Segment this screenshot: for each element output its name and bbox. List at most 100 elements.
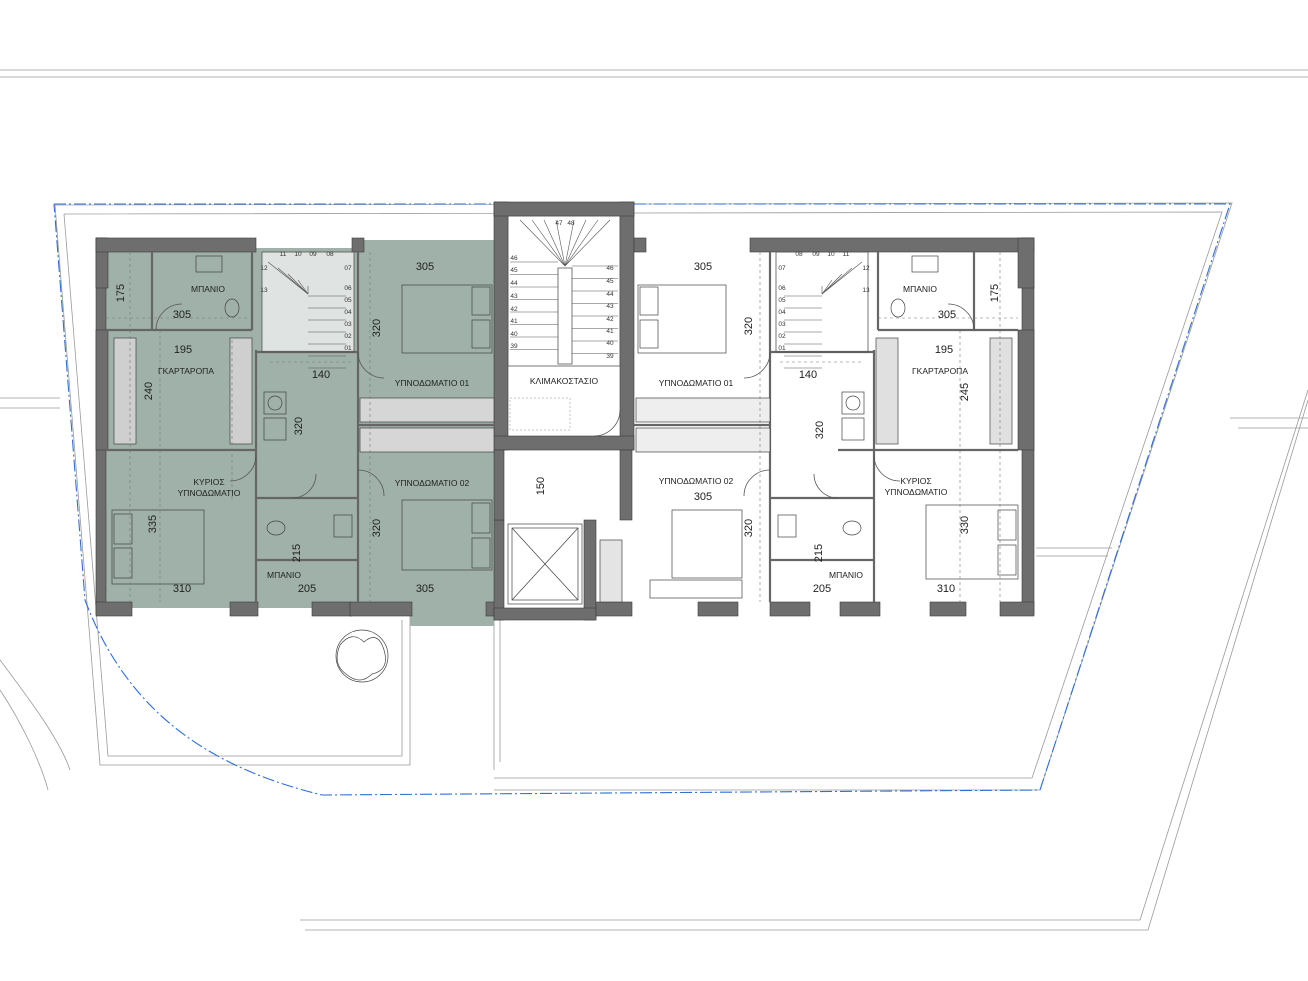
step-number: 11 (280, 251, 287, 258)
stair-tread (555, 219, 566, 267)
step-number: 46 (510, 255, 518, 262)
step-number: 01 (344, 345, 352, 352)
step-number: 13 (260, 287, 268, 294)
dim-right-wardrobe-w: 195 (935, 344, 953, 356)
step-number: 08 (326, 251, 334, 258)
step-number: 02 (344, 333, 352, 340)
stair-tread (297, 279, 309, 295)
stair-tread (564, 219, 587, 267)
dim-left-wardrobe-h: 240 (143, 382, 155, 400)
overhead-dashed-lines (106, 252, 1018, 602)
dim-right-hall-h: 320 (814, 421, 826, 439)
room-label-bath-right-top: ΜΠΑΝΙΟ (903, 284, 937, 294)
room-label-wardrobe-right: ΓΚΑΡΤΑΡΟΠΑ (912, 366, 968, 376)
room-labels: ΜΠΑΝΙΟ ΓΚΑΡΤΑΡΟΠΑ ΚΥΡΙΟΣ ΥΠΝΟΔΩΜΑΤΙΟ ΜΠΑ… (158, 284, 968, 580)
dim-left-bath-w: 305 (173, 309, 191, 321)
step-number: 40 (510, 331, 518, 338)
room-label-bath-left-bottom: ΜΠΑΝΙΟ (267, 570, 301, 580)
dim-right-hall-w: 140 (799, 369, 817, 381)
stair-tread (519, 219, 566, 267)
room-label-wardrobe-left: ΓΚΑΡΤΑΡΟΠΑ (158, 366, 214, 376)
furniture (111, 255, 1019, 683)
stair-tread (821, 261, 863, 295)
dim-right-bed01-h: 320 (743, 317, 755, 335)
step-number: 04 (344, 309, 352, 316)
room-label-master-right-line1: ΚΥΡΙΟΣ (900, 476, 931, 486)
step-number: 07 (344, 265, 352, 272)
step-number: 41 (606, 328, 614, 335)
dim-right-wardrobe-h: 245 (959, 383, 971, 401)
stair-tread (821, 273, 843, 295)
dim-left-bed01-h: 320 (371, 319, 383, 337)
room-label-master-right-line2: ΥΠΝΟΔΩΜΑΤΙΟ (885, 487, 948, 497)
stair-tread (564, 219, 599, 267)
step-number: 12 (862, 265, 870, 272)
property-boundary (53, 203, 1231, 796)
dim-left-bath2-h: 215 (291, 544, 303, 562)
room-label-bedroom01-left: ΥΠΝΟΔΩΜΑΤΙΟ 01 (395, 378, 470, 388)
step-number: 39 (510, 343, 518, 350)
dim-left-bath-h: 175 (115, 284, 127, 302)
step-number: 45 (606, 278, 614, 285)
step-number: 43 (606, 303, 614, 310)
step-number: 10 (294, 251, 302, 258)
dim-center-landing-h: 150 (535, 477, 547, 495)
stair-tread (564, 219, 575, 267)
step-number: 04 (778, 309, 786, 316)
room-label-master-left-line1: ΚΥΡΙΟΣ (193, 477, 224, 487)
dim-right-bath-w: 305 (938, 309, 956, 321)
step-number: 46 (606, 265, 614, 272)
room-label-master-left-line2: ΥΠΝΟΔΩΜΑΤΙΟ (178, 488, 241, 498)
step-number: 05 (344, 297, 352, 304)
stair-tread (277, 267, 309, 295)
step-number: 08 (795, 251, 803, 258)
room-label-bath-left-top: ΜΠΑΝΙΟ (191, 284, 225, 294)
step-number: 42 (510, 306, 518, 313)
stair-tread (531, 219, 566, 267)
dimension-labels: 175 305 195 240 140 320 215 205 335 310 … (115, 261, 1001, 595)
step-number: 40 (606, 340, 614, 347)
step-number: 03 (344, 321, 352, 328)
step-number: 05 (778, 297, 786, 304)
stair-left: 11 10 09 08 12 13 07 06 05 04 03 02 01 (260, 251, 355, 369)
step-number: 48 (567, 220, 575, 227)
stair-tread (543, 219, 566, 267)
dim-right-bed01-w: 305 (694, 261, 712, 273)
step-number: 12 (260, 265, 268, 272)
stair-right: 08 09 10 11 12 13 07 06 05 04 03 02 01 (775, 251, 870, 369)
dim-left-master-h: 335 (147, 515, 159, 533)
dim-right-master-w: 310 (937, 583, 955, 595)
dim-left-bath2-w: 205 (298, 583, 316, 595)
step-number: 42 (606, 316, 614, 323)
step-number: 13 (862, 287, 870, 294)
step-number: 43 (510, 293, 518, 300)
step-number: 11 (843, 251, 850, 258)
stair-tread (267, 261, 309, 295)
room-label-bath-right-bottom: ΜΠΑΝΙΟ (829, 570, 863, 580)
wardrobe-closets (113, 337, 1013, 603)
step-number: 44 (606, 291, 614, 298)
dim-left-wardrobe-w: 195 (174, 344, 192, 356)
room-label-bedroom02-left: ΥΠΝΟΔΩΜΑΤΙΟ 02 (395, 478, 470, 488)
step-number: 10 (827, 251, 835, 258)
stair-center: 47 48 46 45 44 43 42 41 40 39 46 45 44 4… (507, 215, 621, 431)
step-number: 09 (812, 251, 820, 258)
room-label-bedroom02-right: ΥΠΝΟΔΩΜΑΤΙΟ 02 (659, 476, 734, 486)
step-number: 45 (510, 267, 518, 274)
room-label-stairwell: ΚΛΙΜΑΚΟΣΤΑΣΙΟ (530, 376, 599, 386)
step-number: 07 (778, 265, 786, 272)
stair-tread (287, 273, 309, 295)
dim-right-bath2-w: 205 (813, 583, 831, 595)
dim-left-master-w: 310 (173, 583, 191, 595)
dim-right-bath2-h: 215 (813, 544, 825, 562)
step-number: 06 (344, 285, 352, 292)
dim-left-bed02-w: 305 (416, 583, 434, 595)
dim-left-bed01-w: 305 (416, 261, 434, 273)
stair-tread (821, 279, 833, 295)
room-label-bedroom01-right: ΥΠΝΟΔΩΜΑΤΙΟ 01 (659, 378, 734, 388)
door-swings (155, 303, 975, 499)
step-number: 41 (510, 318, 518, 325)
step-number: 01 (778, 345, 786, 352)
dim-left-hall-h: 320 (293, 417, 305, 435)
